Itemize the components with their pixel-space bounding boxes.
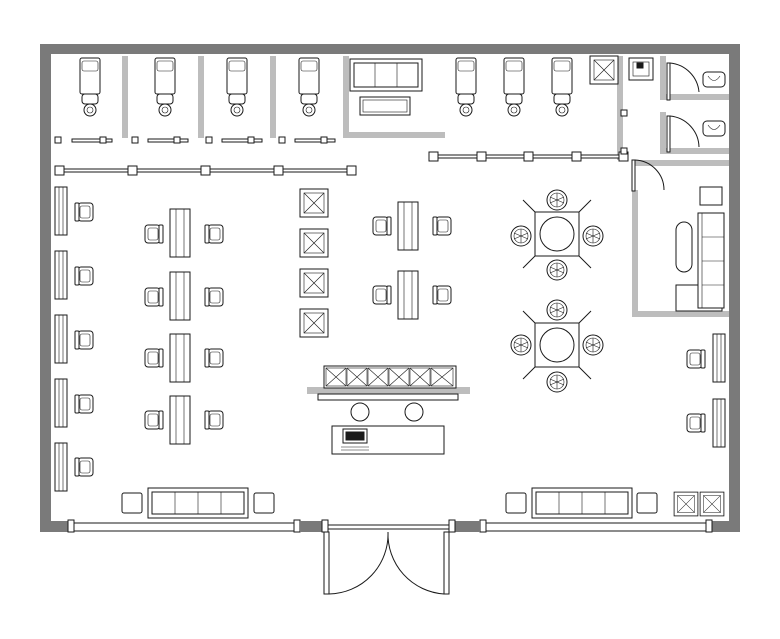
service-counter xyxy=(317,365,459,455)
reception-sofa xyxy=(349,58,423,116)
right-wall-tables xyxy=(686,333,726,448)
left-wall-tables xyxy=(54,186,94,492)
left-booth-tables xyxy=(144,208,224,445)
display-stands xyxy=(299,188,329,338)
partitions xyxy=(122,56,729,394)
bottom-lounge-seating xyxy=(121,487,725,519)
bottom-window-walls xyxy=(67,519,713,533)
restroom-area xyxy=(589,55,726,192)
round-tables xyxy=(510,189,604,393)
main-entrance-door xyxy=(323,524,450,595)
divider-rails xyxy=(54,151,629,176)
outer-walls xyxy=(40,44,740,532)
center-booth-tables xyxy=(372,201,452,320)
massage-beds xyxy=(79,57,573,117)
bed-rails xyxy=(54,136,336,144)
staff-lounge xyxy=(675,186,725,312)
